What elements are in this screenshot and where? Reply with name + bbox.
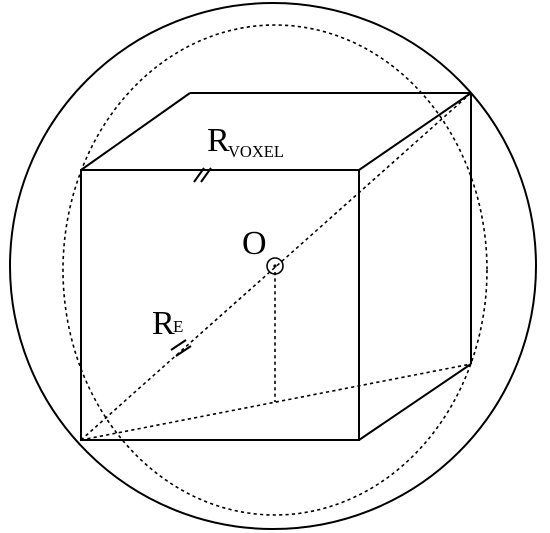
diagonal-tick-1 bbox=[170, 339, 187, 351]
voxel-edge-tick-2 bbox=[200, 167, 212, 183]
cube-edge-bottom-right bbox=[358, 363, 472, 441]
cube-front-face bbox=[80, 169, 360, 441]
voxel-radius-label: R bbox=[207, 122, 230, 159]
voxel-edge-tick-1 bbox=[193, 167, 205, 183]
voxel-radius-subscript: VOXEL bbox=[228, 142, 284, 161]
origin-label: O bbox=[242, 225, 267, 262]
cube-edge-top-left bbox=[80, 92, 191, 171]
enclosing-radius-label: R bbox=[152, 305, 175, 342]
enclosing-radius-subscript: E bbox=[173, 317, 183, 336]
cube-edge-top-right bbox=[358, 92, 472, 171]
diagonal-tick-2 bbox=[175, 345, 192, 357]
center-point-marker bbox=[266, 257, 284, 275]
outer-circle bbox=[9, 2, 537, 530]
center-point-dot bbox=[273, 264, 277, 268]
dashed-sphere bbox=[62, 24, 488, 516]
bottom-face-diagonal bbox=[80, 363, 472, 441]
